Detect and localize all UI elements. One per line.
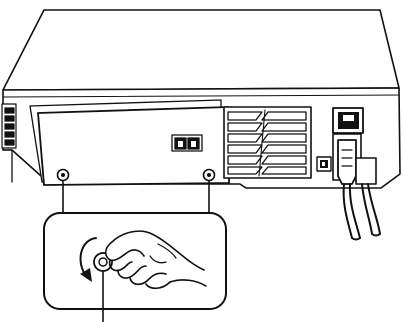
right-cover-screw-icon (204, 170, 215, 181)
ventilation-grille (224, 107, 311, 178)
side-connector (2, 104, 16, 148)
console-left-step (3, 150, 12, 182)
callout-leader-lines (63, 181, 209, 213)
expansion-bay-cover (30, 100, 229, 185)
screw-detail-callout (44, 213, 226, 322)
console-top-surface (3, 10, 399, 90)
left-cover-screw-icon (58, 170, 69, 181)
network-port-icon (172, 135, 202, 151)
optical-port-icon (317, 157, 331, 171)
power-switch-icon (333, 108, 363, 133)
